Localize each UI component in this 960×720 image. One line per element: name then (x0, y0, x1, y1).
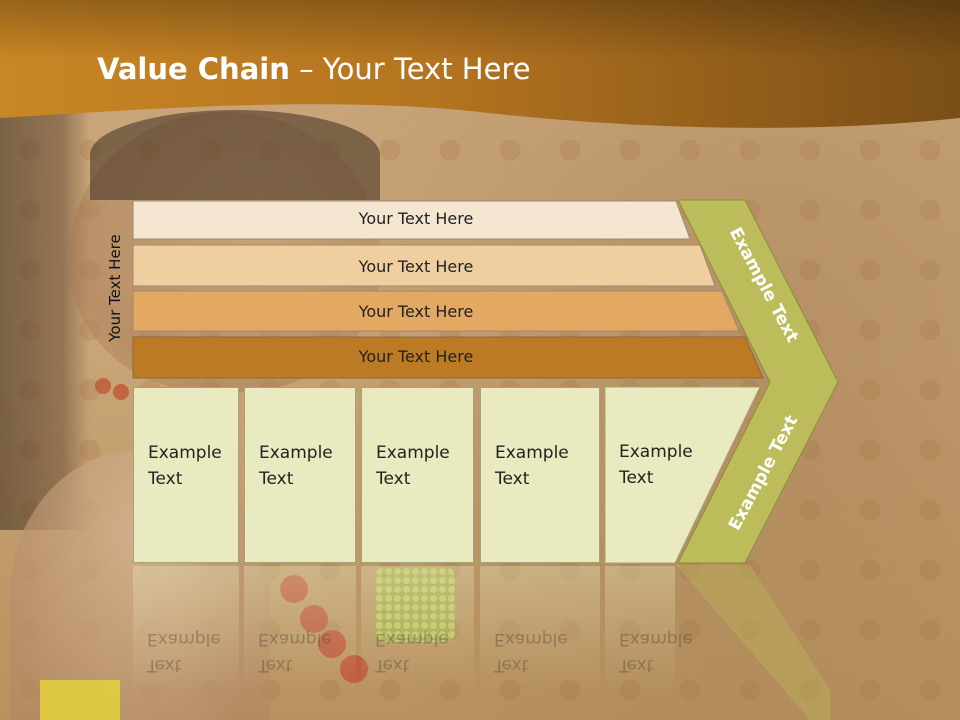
column-3-line1: Example (376, 443, 450, 463)
column-2-reflection: Text Example (244, 566, 356, 706)
column-1-reflection: Text Example (133, 566, 239, 706)
photo-yellow-top (40, 680, 120, 720)
bar-1-shape (132, 200, 691, 240)
photo-bead (318, 630, 346, 658)
column-4-reflection-text: Text Example (494, 626, 568, 678)
column-2-line1: Example (259, 443, 333, 463)
column-1-line2: Text (148, 469, 183, 489)
column-4-reflection-line1: Example (494, 629, 568, 649)
column-1-reflection-line2: Text (147, 655, 182, 675)
column-3-reflection-text: Text Example (375, 626, 449, 678)
column-1-line1: Example (148, 443, 222, 463)
column-4-reflection-line2: Text (494, 655, 529, 675)
photo-bead (340, 655, 368, 683)
column-5-line2: Text (619, 468, 654, 488)
column-4-reflection: Text Example (480, 566, 600, 706)
bar-3-shape (132, 290, 740, 332)
bar-3-label: Your Text Here (358, 302, 474, 321)
photo-bead (95, 378, 111, 394)
header-band (0, 0, 960, 128)
column-3-reflection-line1: Example (375, 629, 449, 649)
bar-2-label: Your Text Here (358, 257, 474, 276)
chevron-shape (677, 199, 839, 564)
column-2-line2: Text (259, 469, 294, 489)
column-5-reflection-text: Text Example (619, 626, 693, 678)
slide-title: Value Chain – Your Text Here (97, 52, 531, 86)
column-3-reflection: Text Example (361, 566, 474, 706)
column-1-reflection-text: Text Example (147, 626, 221, 678)
last-column-shape (604, 386, 761, 564)
column-1-reflection-line1: Example (147, 629, 221, 649)
column-5-reflection-line1: Example (619, 629, 693, 649)
column-5-reflection: Text Example (605, 566, 693, 706)
column-2-reflection-text: Text Example (258, 626, 332, 678)
column-4-line1: Example (495, 443, 569, 463)
photo-bead (280, 575, 308, 603)
column-3-line2: Text (376, 469, 411, 489)
column-2-reflection-line2: Text (258, 655, 293, 675)
column-5-line1: Example (619, 442, 693, 462)
column-4-line2: Text (495, 469, 530, 489)
photo-bead (113, 384, 129, 400)
title-rest: – Your Text Here (289, 52, 531, 86)
column-5-reflection-line2: Text (619, 655, 654, 675)
chevron-reflection (676, 565, 830, 720)
bar-4-shape (132, 336, 764, 379)
title-bold: Value Chain (97, 52, 290, 86)
bar-2-shape (132, 244, 716, 287)
photo-bead (300, 605, 328, 633)
bar-4-label: Your Text Here (358, 347, 474, 366)
bar-1-label: Your Text Here (358, 209, 474, 228)
column-2-reflection-line1: Example (258, 629, 332, 649)
photo-hair-top (90, 110, 380, 200)
photo-green-beads (375, 567, 455, 642)
column-3-reflection-line2: Text (375, 655, 410, 675)
photo-hair (0, 110, 90, 530)
